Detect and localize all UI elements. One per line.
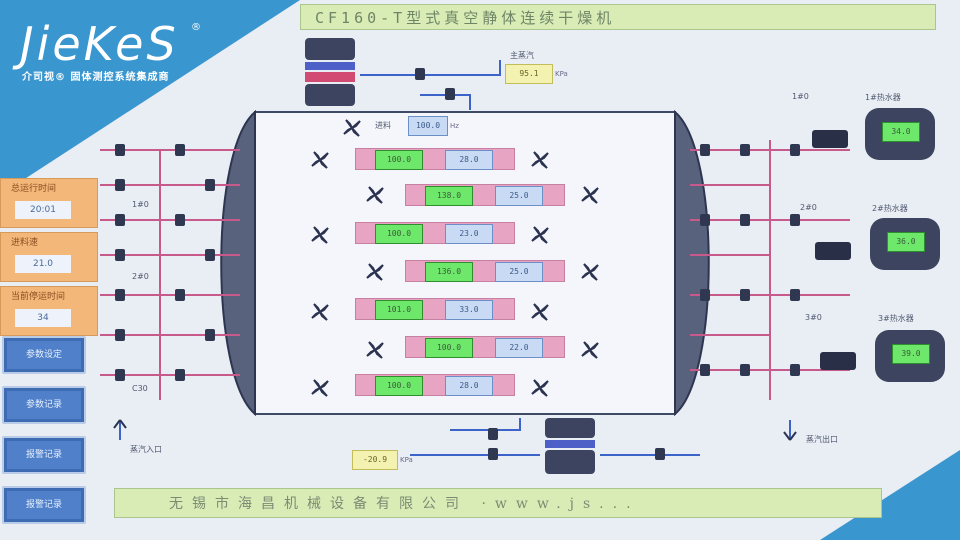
zone-1-temp: 100.0 — [375, 150, 423, 170]
zone-4-pressure: 25.0 — [495, 262, 543, 282]
vessel-left-cap — [220, 109, 256, 417]
flow-arrows — [113, 419, 797, 441]
info-box-value[interactable]: 34 — [15, 309, 71, 327]
bottom-pressure-unit: KPa — [400, 456, 413, 464]
logo-background — [0, 0, 300, 195]
heater-2-value: 36.0 — [887, 232, 925, 252]
heater-2-pipe-label: 2#0 — [800, 203, 817, 212]
vessel-right-cap — [674, 109, 710, 417]
pipe-label-c: C30 — [132, 384, 148, 393]
logo-wordmark: JieKeS — [20, 17, 179, 71]
bottom-pressure-value: -20.9 — [352, 450, 398, 470]
main-steam-value: 95.1 — [505, 64, 553, 84]
registered-mark: ® — [191, 22, 201, 33]
zone-5-temp: 101.0 — [375, 300, 423, 320]
zone-2-pressure: 25.0 — [495, 186, 543, 206]
info-box-value[interactable]: 21.0 — [15, 255, 71, 273]
zone-3-temp: 100.0 — [375, 224, 423, 244]
heater-3-label: 3#热水器 — [878, 314, 914, 323]
info-box-label: 当前停运时间 — [11, 292, 66, 302]
main-steam-label: 主蒸汽 — [510, 51, 534, 60]
zone-3-pressure: 23.0 — [445, 224, 493, 244]
bottom-flange — [545, 418, 595, 474]
feed-value: 100.0 — [408, 116, 448, 136]
info-box-stop: 当前停运时间 34 — [0, 286, 98, 336]
valves — [115, 68, 800, 460]
heater-1-pipe-label: 1#0 — [792, 92, 809, 101]
nav-button-alarms-2[interactable]: 报警记录 — [2, 486, 86, 524]
steam-outlet-label: 蒸汽出口 — [806, 435, 838, 444]
zone-6-pressure: 22.0 — [495, 338, 543, 358]
logo-tagline: 介司视® 固体测控系统集成商 — [22, 72, 170, 83]
info-box-runtime: 总运行时间 20:01 — [0, 178, 98, 228]
zone-6-temp: 100.0 — [425, 338, 473, 358]
heater-2-label: 2#热水器 — [872, 204, 908, 213]
company-footer: 无锡市海昌机械设备有限公司 ·www.js... — [114, 488, 882, 518]
page-title: CF160-T型式真空静体连续干燥机 — [300, 4, 936, 30]
zone-7-temp: 100.0 — [375, 376, 423, 396]
steam-lines — [119, 60, 791, 456]
zone-2-temp: 138.0 — [425, 186, 473, 206]
zone-1-pressure: 28.0 — [445, 150, 493, 170]
pipe-label-a: 1#0 — [132, 200, 149, 209]
nav-button-settings[interactable]: 参数设定 — [2, 336, 86, 374]
zone-5-pressure: 33.0 — [445, 300, 493, 320]
feed-label: 进料 — [375, 121, 391, 130]
feed-unit: Hz — [450, 122, 459, 130]
steam-inlet-label: 蒸汽入口 — [130, 445, 162, 454]
info-box-label: 总运行时间 — [11, 184, 57, 194]
info-box-label: 进料速 — [11, 238, 39, 248]
nav-button-records[interactable]: 参数记录 — [2, 386, 86, 424]
pipe-label-b: 2#0 — [132, 272, 149, 281]
info-box-feed: 进料速 21.0 — [0, 232, 98, 282]
heater-1-label: 1#热水器 — [865, 93, 901, 102]
zone-7-pressure: 28.0 — [445, 376, 493, 396]
main-steam-unit: KPa — [555, 70, 568, 78]
heater-3-value: 39.0 — [892, 344, 930, 364]
heater-1-value: 34.0 — [882, 122, 920, 142]
top-flange — [305, 38, 355, 106]
info-box-value[interactable]: 20:01 — [15, 201, 71, 219]
heater-3-pipe-label: 3#0 — [805, 313, 822, 322]
zone-4-temp: 136.0 — [425, 262, 473, 282]
nav-button-alarms[interactable]: 报警记录 — [2, 436, 86, 474]
fans — [311, 119, 599, 397]
